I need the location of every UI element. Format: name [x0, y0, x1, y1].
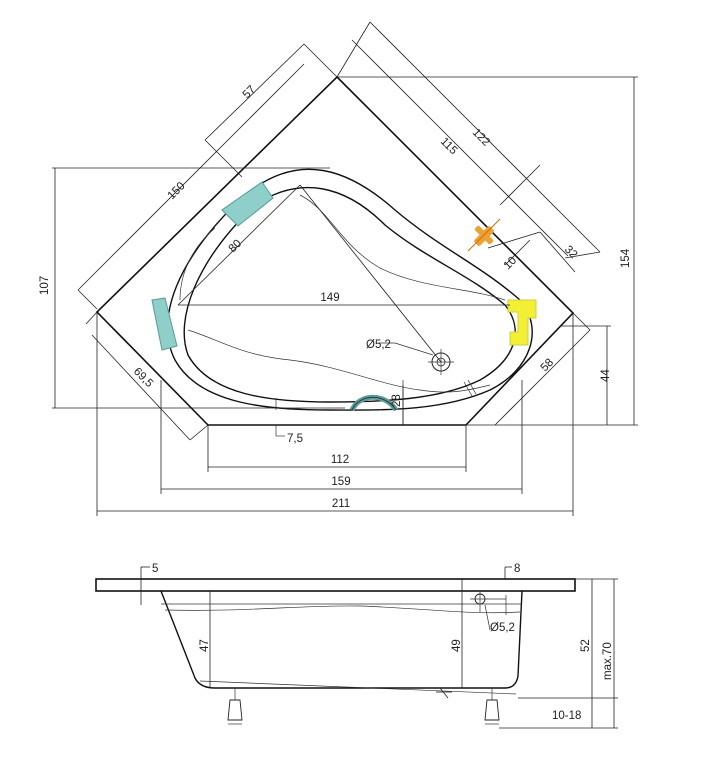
side-label-52: 52 [580, 639, 592, 652]
foot-right-icon [484, 688, 500, 725]
dim-label-58: 58 [539, 357, 557, 375]
side-label-10-18: 10-18 [552, 710, 581, 722]
side-label-49: 49 [451, 639, 463, 652]
basin-contour-1 [299, 194, 506, 301]
dim-label-112: 112 [331, 454, 349, 466]
dim-label-211: 211 [332, 498, 350, 510]
handle-icon [507, 299, 537, 346]
dim-label-122: 122 [470, 127, 492, 149]
dim-label-57: 57 [241, 84, 259, 102]
basin-contour-2 [187, 329, 491, 393]
dim-label-69-5: 69,5 [131, 366, 155, 390]
dim-label-28: 28 [391, 394, 403, 407]
dim-line-80 [177, 184, 301, 306]
dim-label-107: 107 [39, 276, 51, 295]
dim-label-32: 32 [562, 244, 580, 262]
side-rim [95, 578, 576, 592]
overflow-arc [349, 394, 399, 412]
top-view: 57 150 80 107 69,5 149 115 122 10 32 154… [39, 21, 638, 516]
side-label-47: 47 [199, 639, 211, 652]
side-drain-icon [470, 590, 507, 631]
drain-label: Ø5,2 [366, 339, 391, 351]
dim-label-154: 154 [620, 248, 632, 268]
side-label-5: 5 [152, 563, 158, 575]
headrest-top [221, 181, 274, 227]
side-label-max70: max.70 [602, 642, 614, 680]
tub-outline [95, 75, 575, 426]
basin-rim [167, 168, 533, 411]
dim-label-7-5: 7,5 [287, 433, 303, 445]
dim-label-115: 115 [438, 136, 459, 157]
foot-left-icon [227, 688, 243, 725]
side-drain-label: Ø5,2 [490, 622, 515, 634]
side-view: 5 8 47 49 52 max.70 10-18 Ø5,2 [95, 563, 618, 729]
dim-label-149: 149 [320, 292, 339, 304]
dim-label-80: 80 [227, 238, 245, 256]
side-label-8: 8 [514, 563, 520, 575]
basin-inner [183, 186, 516, 403]
faucet-icon [467, 218, 501, 252]
headrest-left [151, 297, 178, 351]
dim-label-44: 44 [600, 369, 612, 382]
basin-contour-3 [179, 227, 216, 301]
dim-label-159: 159 [331, 476, 350, 488]
side-body [160, 590, 523, 689]
dim-line-diag [299, 184, 442, 363]
